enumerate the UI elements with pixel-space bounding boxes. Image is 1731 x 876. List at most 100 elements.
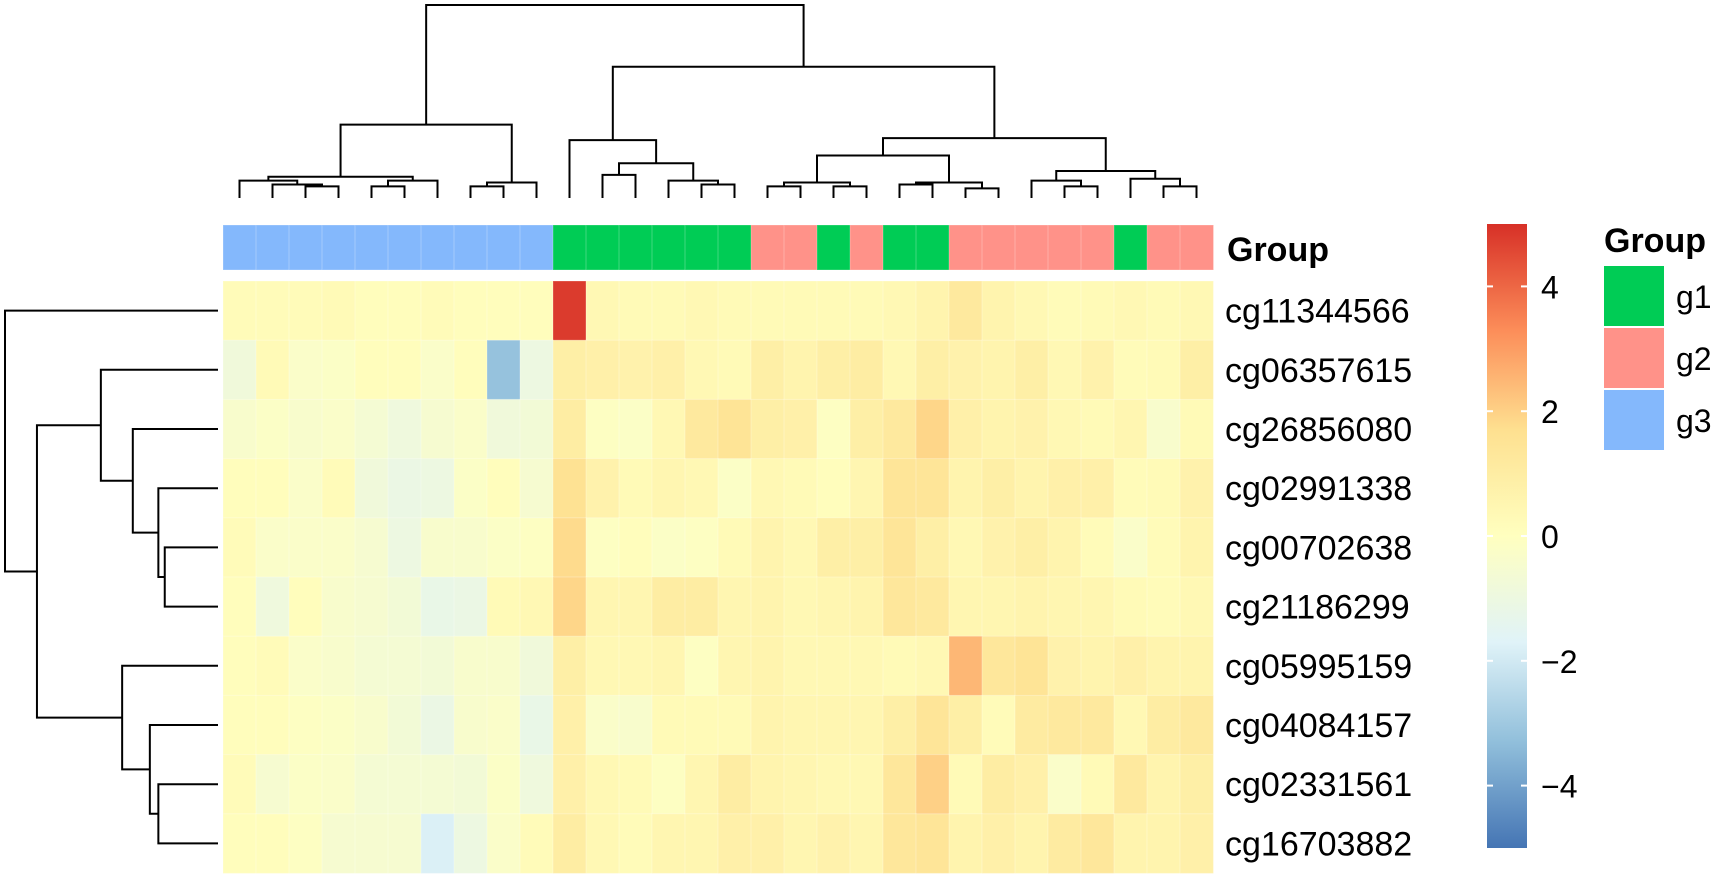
group-annotation-cell [585,224,620,271]
heatmap-cell [948,576,983,638]
heatmap-cell [915,694,950,756]
heatmap-cell [288,398,323,460]
heatmap-cell [222,813,257,874]
heatmap-cell [585,458,620,519]
heatmap-cell [651,694,686,756]
group-annotation-cell [717,224,752,271]
heatmap-cell [1179,694,1214,756]
heatmap-cell [750,517,785,578]
heatmap-cell [486,813,521,874]
heatmap-cell [717,280,752,342]
heatmap-cell [387,280,422,342]
heatmap-cell [453,517,488,578]
heatmap-cell [1179,754,1214,815]
heatmap-cell [750,754,785,815]
heatmap-cell [1014,398,1049,460]
heatmap-cell [1179,576,1214,638]
heatmap-cell [552,694,587,756]
heatmap-cell [981,517,1016,578]
heatmap-cell [420,754,455,815]
heatmap-cell [981,339,1016,401]
dendrogram-branch [601,173,637,198]
heatmap-cell [618,458,653,519]
heatmap-cell [288,754,323,815]
dendrogram-branch [387,179,439,198]
heatmap-cell [948,517,983,578]
heatmap-cell [420,398,455,460]
heatmap-cell [222,576,257,638]
color-scale-legend: 420−2−4 [1487,224,1577,848]
heatmap-cell [288,813,323,874]
dendrogram-branch [370,185,406,198]
heatmap-cell [948,458,983,519]
heatmap-cell [552,576,587,638]
dendrogram-branch [1129,177,1181,198]
group-annotation-cell [1179,224,1214,271]
heatmap-cell [981,576,1016,638]
row-label: cg11344566 [1225,293,1410,331]
dendrogram-branch [611,65,996,141]
group-annotation-cell [354,224,389,271]
heatmap-cell [849,813,884,874]
heatmap-cell [750,694,785,756]
heatmap-cell [1146,280,1181,342]
heatmap-cell [255,635,290,697]
heatmap-cell [552,398,587,460]
heatmap-cell [618,813,653,874]
heatmap-cell [882,458,917,519]
heatmap-cell [783,339,818,401]
group-annotation-cell [816,224,851,271]
heatmap-cell [420,813,455,874]
group-legend-title: Group [1604,222,1706,260]
dendrogram-branch [121,664,218,771]
heatmap-cell [519,339,554,401]
heatmap-cell [750,813,785,874]
heatmap-cell [849,517,884,578]
heatmap-cell [750,398,785,460]
legend-swatch-g3 [1604,390,1664,450]
heatmap-cell [1179,280,1214,342]
heatmap-cell [486,517,521,578]
heatmap-cell [453,813,488,874]
heatmap-cell [1113,694,1148,756]
heatmap-cell [651,517,686,578]
row-label: cg04084157 [1225,707,1412,745]
heatmap-cell [1080,339,1115,401]
heatmap-cell [849,458,884,519]
heatmap-cell [1047,280,1082,342]
heatmap-cell [288,458,323,519]
heatmap-cell [717,813,752,874]
heatmap-cell [585,517,620,578]
row-label: cg00702638 [1225,529,1412,567]
heatmap-cell [981,280,1016,342]
heatmap-cell [948,339,983,401]
group-annotation-cell [519,224,554,271]
heatmap-cell [618,754,653,815]
dendrogram-branch [964,187,1000,198]
heatmap-cell [1146,754,1181,815]
heatmap-cell [1113,517,1148,578]
group-annotation-cell [651,224,686,271]
heatmap-cell [1080,694,1115,756]
heatmap-cell [882,517,917,578]
heatmap-cell [717,576,752,638]
heatmap-cell [1113,576,1148,638]
color-scale-tick-label: −2 [1541,644,1577,680]
group-annotation-cell [1080,224,1115,271]
heatmap-cell [321,398,356,460]
dendrogram-branch [238,179,299,198]
heatmap-cell [354,576,389,638]
heatmap-cell [816,339,851,401]
heatmap-cell [222,339,257,401]
heatmap-cell [948,280,983,342]
dendrogram-branch [163,546,218,608]
heatmap-cell [750,635,785,697]
group-annotation-cell [288,224,323,271]
heatmap-cell [552,517,587,578]
heatmap-cell [1113,280,1148,342]
heatmap-cell [783,813,818,874]
heatmap-cell [618,398,653,460]
heatmap-cell [486,458,521,519]
heatmap-cell [1047,813,1082,874]
heatmap-cell [915,280,950,342]
